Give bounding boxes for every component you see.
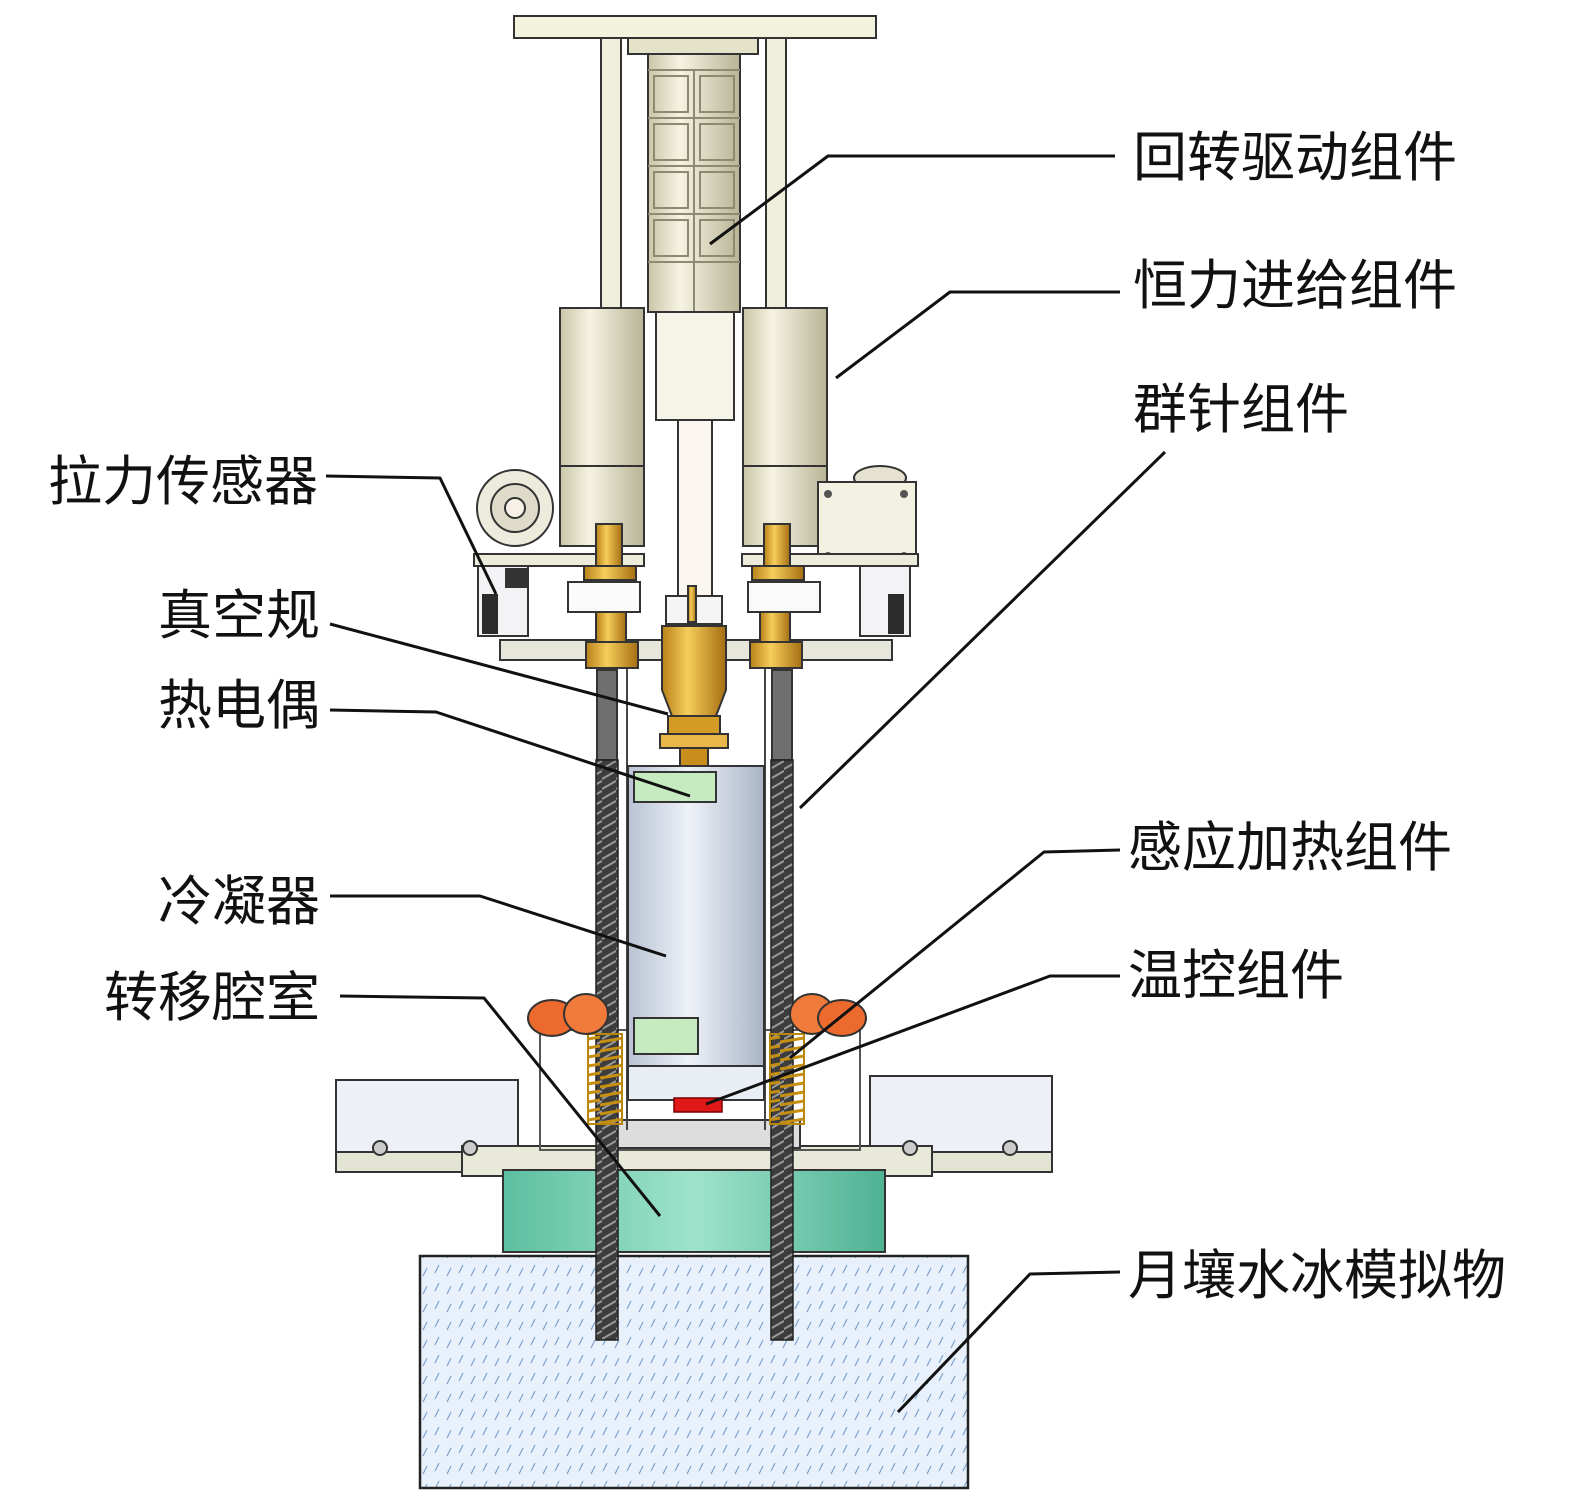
transfer-chamber-body	[502, 1169, 886, 1253]
label-temperature-control: 温控组件	[1128, 944, 1344, 1007]
label-transfer-chamber: 转移腔室	[104, 966, 320, 1029]
top-structure	[513, 15, 877, 601]
base-assembly	[335, 1029, 1053, 1253]
lunar-soil-block	[418, 1254, 970, 1490]
leader-thermocouple	[329, 708, 691, 798]
label-lunar-ice-simulant: 月壤水冰模拟物	[1128, 1244, 1506, 1307]
leader-induction-heating	[789, 848, 1121, 1060]
label-rotary-drive: 回转驱动组件	[1133, 126, 1457, 189]
leader-lines	[325, 154, 1167, 1414]
label-constant-force-feed: 恒力进给组件	[1133, 254, 1457, 317]
leader-lunar-ice-simulant	[896, 1270, 1121, 1414]
leader-tension-sensor	[325, 474, 498, 595]
leader-transfer-chamber	[339, 994, 662, 1217]
mounting-plates	[473, 523, 919, 669]
leader-constant-force-feed	[835, 290, 1120, 380]
induction-heating	[527, 993, 867, 1125]
condenser	[627, 765, 765, 1113]
right-sensor-box	[817, 465, 917, 637]
tension-sensor	[476, 469, 554, 637]
leader-rotary-drive	[709, 154, 1115, 246]
vacuum-gauge	[659, 585, 729, 767]
leader-temperature-control	[705, 974, 1120, 1106]
leader-needle-group	[798, 450, 1167, 810]
leader-vacuum-gauge	[329, 622, 669, 716]
labels: 回转驱动组件 恒力进给组件 群针组件 拉力传感器 真空规 热电偶 感应加热组件 …	[48, 126, 1506, 1307]
label-condenser: 冷凝器	[158, 870, 320, 933]
label-needle-group: 群针组件	[1133, 378, 1349, 441]
label-vacuum-gauge: 真空规	[158, 584, 320, 647]
label-tension-sensor: 拉力传感器	[48, 450, 318, 513]
label-thermocouple: 热电偶	[158, 674, 320, 737]
leader-condenser	[330, 894, 667, 958]
feed-cylinders	[559, 307, 828, 547]
label-induction-heating: 感应加热组件	[1128, 816, 1452, 879]
